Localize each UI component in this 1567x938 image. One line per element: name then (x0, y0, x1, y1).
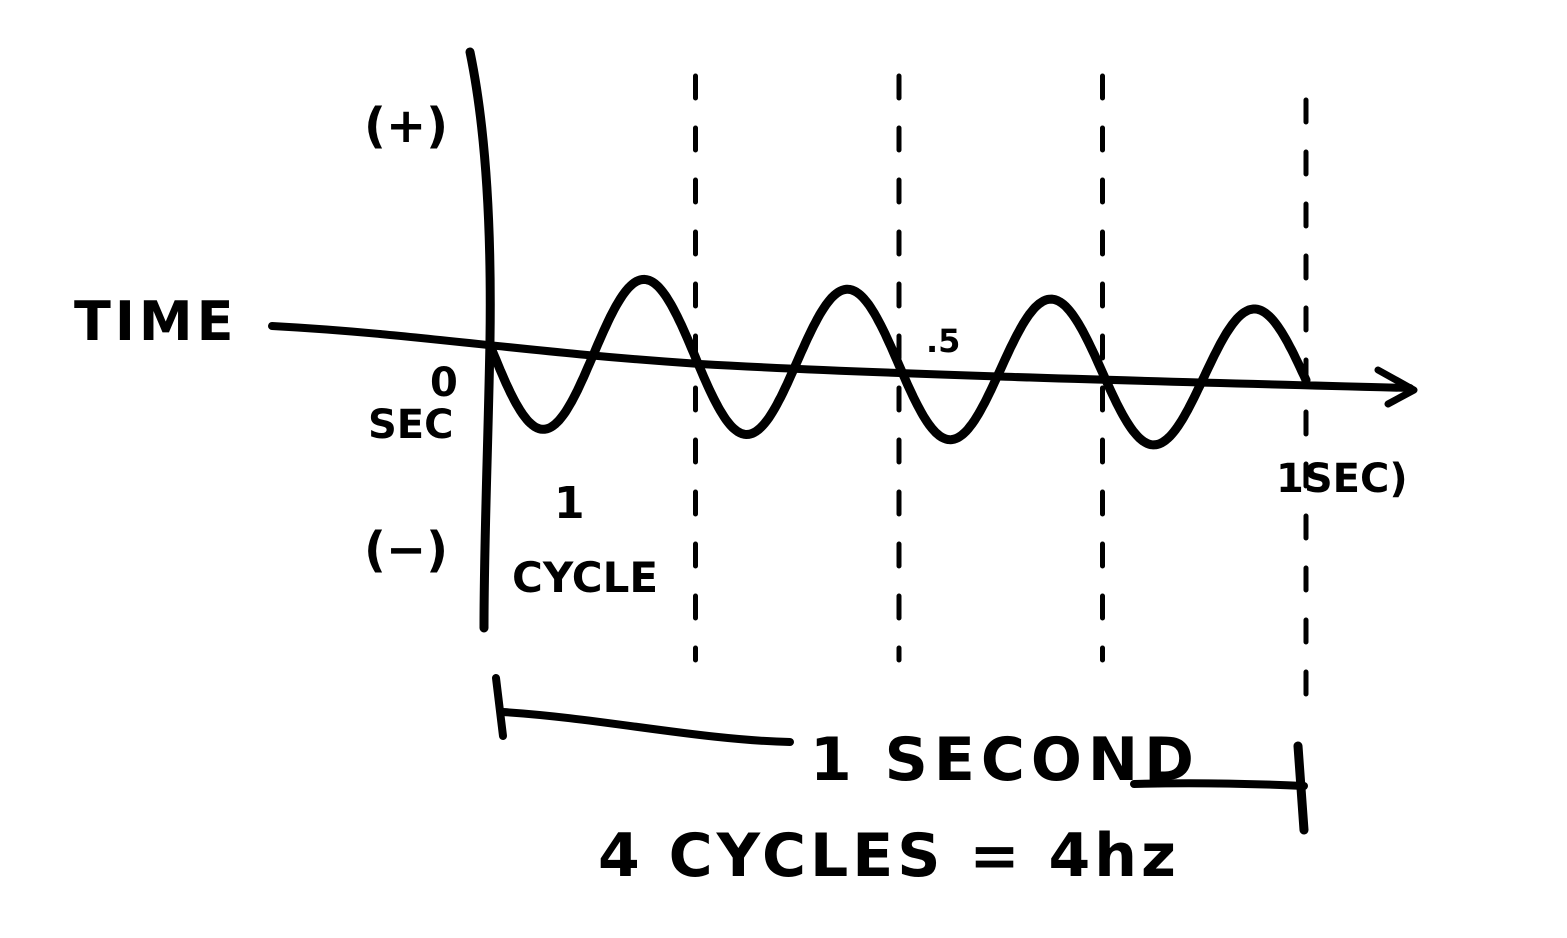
cycle-word-label: CYCLE (512, 553, 658, 602)
zero-label: 0 (430, 360, 458, 406)
bracket-right-line (1130, 779, 1308, 790)
cycle-mark-label: 1 (554, 478, 585, 529)
sine-wave-curve (487, 274, 1311, 450)
time-axis-arrowhead (1374, 366, 1418, 408)
amplitude-axis (465, 47, 495, 633)
half-second-label: .5 (926, 322, 960, 360)
bracket-left-end (492, 674, 507, 740)
frequency-equation: 4 CYCLES = 4hz (598, 821, 1180, 891)
time-label: TIME (74, 290, 238, 353)
bracket-right-end (1293, 741, 1309, 835)
zero-unit-label: SEC (368, 402, 454, 448)
one-second-end-label: 1SEC) (1276, 456, 1408, 502)
time-axis (268, 322, 1418, 408)
cycle-separators (693, 73, 1309, 711)
positive-label: (+) (364, 98, 448, 154)
one-second-bracket (492, 674, 1309, 835)
time-axis-line (268, 322, 1414, 392)
bracket-left-line (499, 708, 794, 746)
one-second-label: 1 SECOND (810, 725, 1200, 795)
negative-label: (−) (364, 522, 448, 578)
